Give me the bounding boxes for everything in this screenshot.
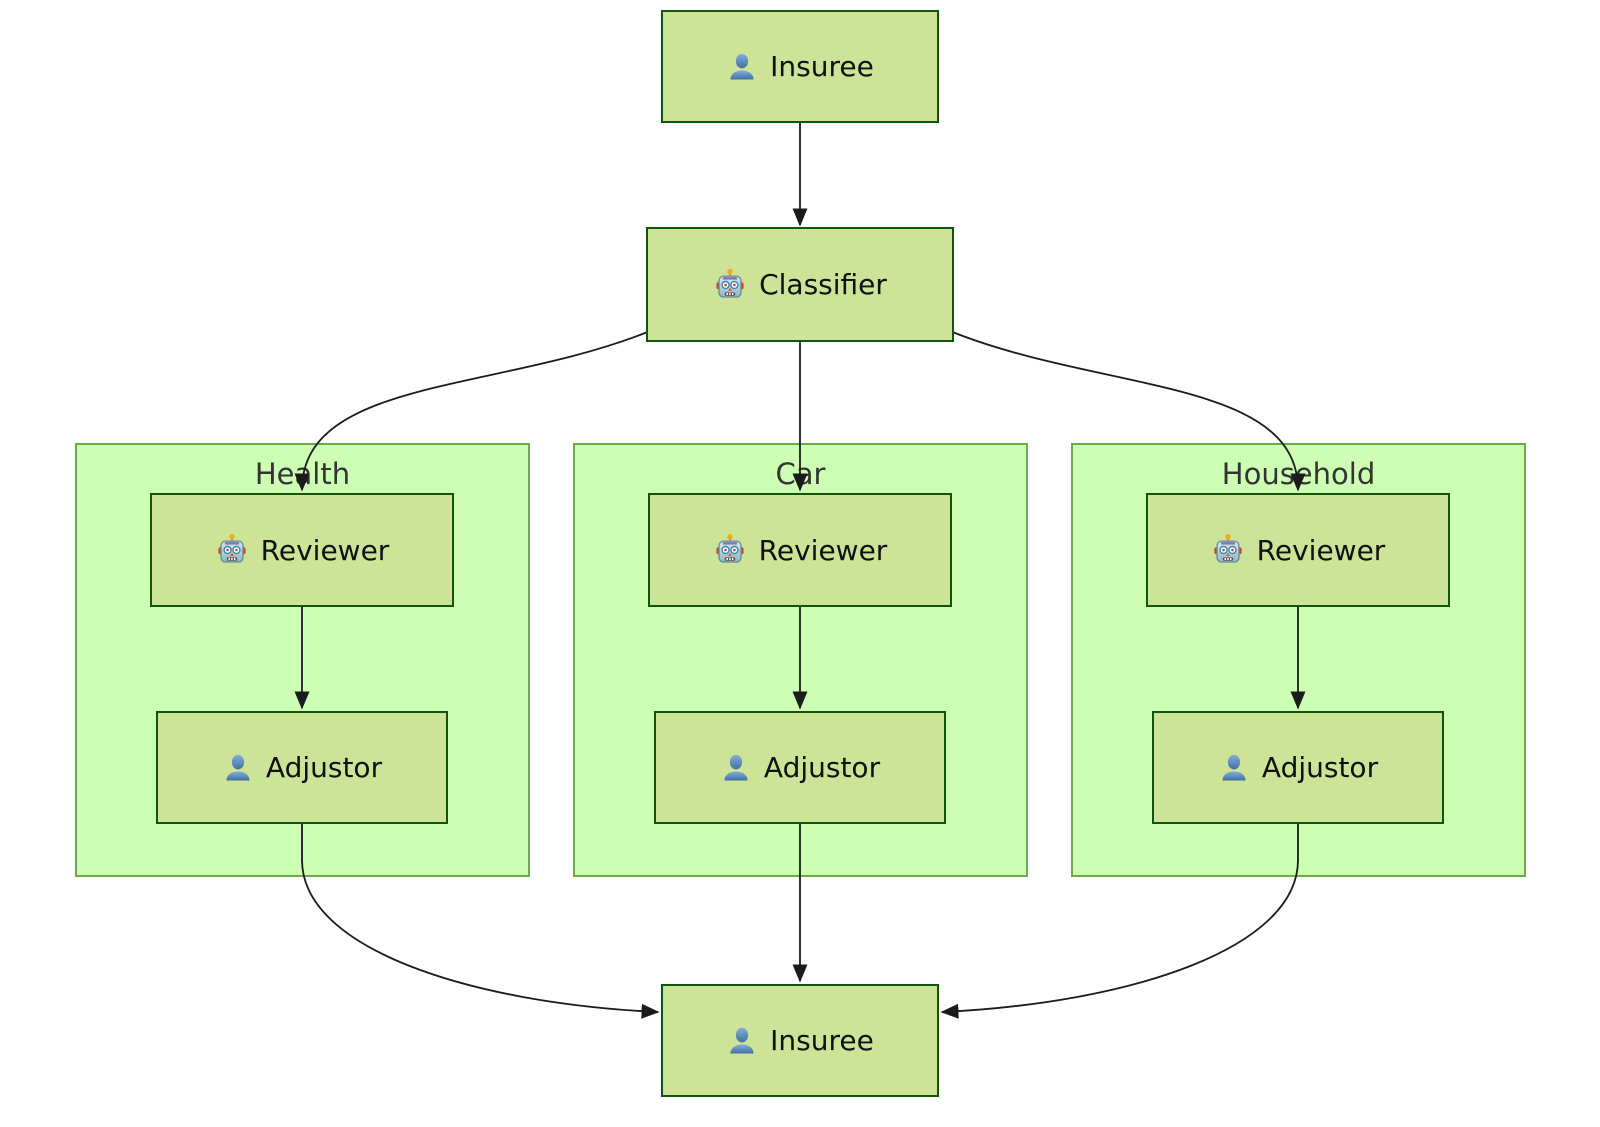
cluster-health-label: Health	[254, 457, 351, 491]
robot-icon	[215, 533, 249, 567]
person-icon	[222, 752, 254, 784]
node-label: Insuree	[770, 50, 874, 83]
node-label: Adjustor	[763, 751, 881, 784]
node-car-reviewer: Reviewer	[648, 493, 952, 607]
node-label: Adjustor	[1261, 751, 1379, 784]
node-insuree-bottom: Insuree	[661, 984, 939, 1097]
node-label: Reviewer	[1256, 533, 1386, 567]
node-classifier: Classifier	[646, 227, 954, 342]
person-icon	[726, 51, 758, 83]
person-icon	[726, 1025, 758, 1057]
robot-icon	[713, 533, 747, 567]
node-label: Adjustor	[265, 751, 383, 784]
robot-icon	[713, 268, 747, 302]
robot-icon	[1211, 533, 1245, 567]
node-health-reviewer: Reviewer	[150, 493, 454, 607]
cluster-car-label: Car	[775, 457, 826, 491]
person-icon	[720, 752, 752, 784]
node-label: Reviewer	[758, 533, 888, 567]
node-label: Reviewer	[260, 533, 390, 567]
node-car-adjustor: Adjustor	[654, 711, 946, 824]
node-household-adjustor: Adjustor	[1152, 711, 1444, 824]
node-label: Insuree	[770, 1024, 874, 1057]
node-label: Classifier	[759, 268, 887, 301]
cluster-household-label: Household	[1221, 457, 1376, 491]
node-insuree-top: Insuree	[661, 10, 939, 123]
node-health-adjustor: Adjustor	[156, 711, 448, 824]
person-icon	[1218, 752, 1250, 784]
node-household-reviewer: Reviewer	[1146, 493, 1450, 607]
